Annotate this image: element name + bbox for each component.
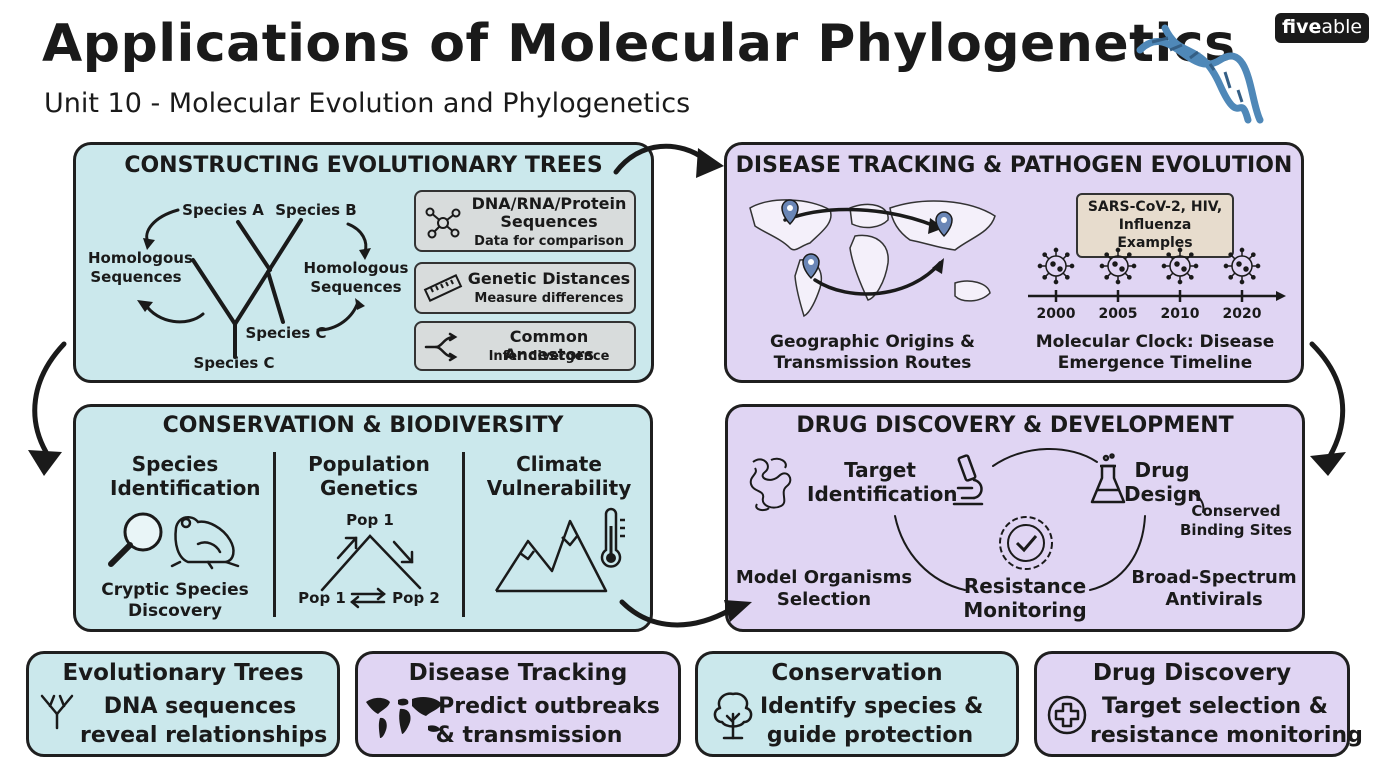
summary-card-drug [1034,651,1350,757]
summary-drug-body2: resistance monitoring [1090,723,1363,748]
molecular-clock-timeline: 2000 2005 2010 2020 [1028,247,1286,322]
clock-caption: Molecular Clock: Disease Emergence Timel… [1035,332,1275,374]
summary-conservation-title: Conservation [771,660,943,686]
ancestors-card-title: Common Ancestors [504,327,594,365]
virus-icon [1161,247,1199,285]
world-map-icon [366,696,442,738]
drug-panel-title: DRUG DISCOVERY & DEVELOPMENT [796,413,1234,438]
broad-spectrum-label: Broad-Spectrum Antivirals [1131,567,1297,610]
column-divider-1 [273,452,276,617]
population-arrows [320,534,422,609]
virus-icon [1099,247,1137,285]
summary-trees-body1: DNA sequences [103,694,297,719]
flask-icon [1090,453,1126,504]
frog-icon [170,515,240,570]
dna-helix-icon [1136,24,1264,124]
sequences-card: DNA/RNA/Protein Sequences Data for compa… [414,190,636,252]
molecule-icon [425,207,461,239]
world-map-with-routes [749,199,996,318]
virus-examples-tag: SARS-CoV-2, HIV, Influenza Examples [1076,193,1234,258]
summary-trees-title: Evolutionary Trees [62,660,304,686]
microscope-icon [952,454,984,506]
cryptic-species-caption: Cryptic Species Discovery [101,580,249,622]
distances-card-title: Genetic Distances [467,269,631,288]
species-b-label: Species B [275,201,357,219]
species-a-label: Species A [182,201,264,219]
timeline-arrowhead [1276,291,1286,301]
summary-disease-body1: Predict outbreaks [438,694,660,719]
species-identification-title: Species Identification [110,452,261,500]
summary-disease-body2: & transmission [435,723,623,748]
protein-structure-icon [749,457,792,512]
sequences-card-title: DNA/RNA/Protein Sequences [471,194,627,232]
virus-icon [1223,247,1261,285]
tree-icon [713,692,753,740]
page-subtitle: Unit 10 - Molecular Evolution and Phylog… [44,88,691,119]
virus-icon [1037,247,1075,285]
distances-card-sub: Measure differences [474,291,624,306]
column-divider-2 [462,452,465,617]
model-organisms-label: Model Organisms Selection [735,567,913,610]
resistance-monitor-icon [999,516,1053,570]
species-c-root-label: Species C [193,354,275,372]
timeline-year-label: 2010 [1161,306,1200,322]
population-genetics-title: Population Genetics [308,452,430,500]
summary-drug-body1: Target selection & [1102,694,1328,719]
pop-right-label: Pop 2 [392,589,440,607]
timeline-year-label: 2005 [1099,306,1138,322]
summary-disease-title: Disease Tracking [408,660,628,686]
drug-design-label: Drug Design [1124,458,1202,506]
summary-drug-title: Drug Discovery [1092,660,1292,686]
drug-cycle-arcs [894,447,1205,591]
ruler-icon [423,274,463,302]
resistance-monitoring-label: Resistance Monitoring [963,574,1087,622]
logo-text-b: able [1321,16,1363,38]
pop-left-label: Pop 1 [298,589,346,607]
disease-panel [724,142,1304,383]
branch-icon [424,332,458,362]
summary-conservation-body1: Identify species & [760,694,984,719]
disease-panel-title: DISEASE TRACKING & PATHOGEN EVOLUTION [735,153,1293,178]
distances-card: Genetic Distances Measure differences [414,262,636,314]
summary-trees-body2: reveal relationships [80,723,328,748]
conservation-panel-title: CONSERVATION & BIODIVERSITY [162,413,564,438]
timeline-year-label: 2020 [1223,306,1262,322]
species-c-inner-label: Species C [245,324,327,342]
conserved-sites-label: Conserved Binding Sites [1180,502,1292,539]
logo-text-a: five [1282,16,1322,38]
medical-cross-icon [1047,695,1087,735]
summary-card-disease [355,651,681,757]
summary-card-conservation [695,651,1019,757]
thermometer-icon [600,507,625,568]
map-caption: Geographic Origins & Transmission Routes [770,332,975,374]
climate-vulnerability-title: Climate Vulnerability [486,452,632,500]
trees-panel-title: CONSTRUCTING EVOLUTIONARY TREES [124,153,603,178]
phylogenetic-tree-diagram [137,208,371,359]
page-title: Applications of Molecular Phylogenetics [42,14,1236,74]
target-identification-label: Target Identification [807,458,958,506]
pop-top-label: Pop 1 [346,511,394,529]
summary-conservation-body2: guide protection [766,723,974,748]
ancestors-card: Common Ancestors Infer divergence [414,321,636,371]
brand-logo: fiveable [1275,13,1370,43]
tree-diagram-icon [40,694,74,730]
sequences-card-sub: Data for comparison [474,234,624,249]
ancestors-card-sub: Infer divergence [488,349,610,364]
summary-card-trees [26,651,340,757]
mountains-icon [494,519,608,593]
magnifier-icon [108,512,163,567]
drug-panel [725,404,1305,632]
homologous-left-label: Homologous Sequences [88,249,193,286]
homologous-right-label: Homologous Sequences [303,259,409,296]
timeline-year-label: 2000 [1037,306,1076,322]
